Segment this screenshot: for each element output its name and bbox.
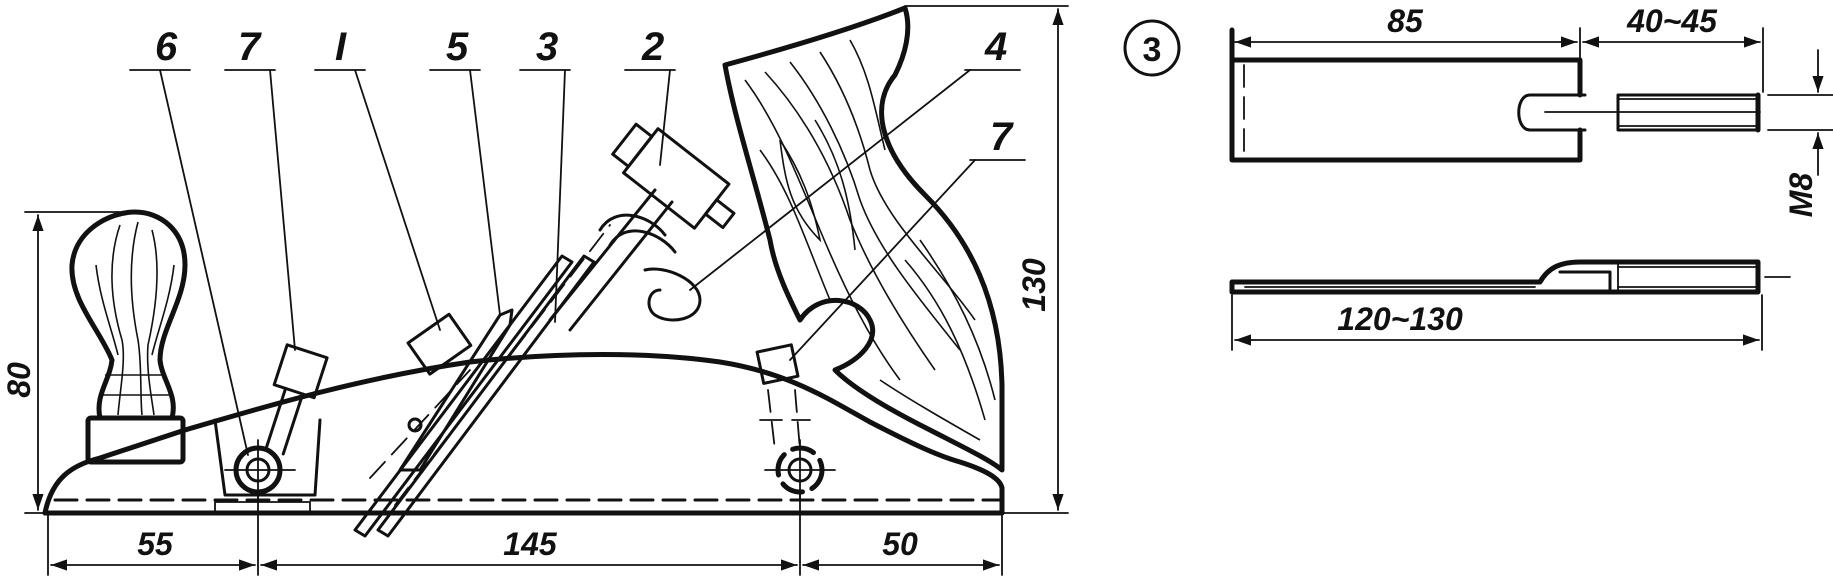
dim-label-85: 85: [1387, 3, 1424, 39]
base-dimensions: 55 145 50: [47, 491, 1003, 576]
dimension-80: 80: [1, 211, 121, 514]
part-label-1: I: [335, 25, 347, 69]
dim-label-50: 50: [882, 526, 918, 562]
bolt-side-view: 120~130: [1229, 259, 1791, 351]
bolt-top-view: 85 40~45 M8: [1229, 3, 1833, 218]
rear-handle: [722, 5, 1005, 473]
part-label-3: 3: [536, 25, 558, 69]
blade-assembly: [353, 122, 736, 538]
part-label-7-left: 7: [238, 25, 262, 69]
dim-label-145: 145: [503, 526, 558, 562]
rear-screw: [755, 343, 836, 501]
dimension-130: 130: [904, 5, 1069, 514]
dim-label-m8: M8: [1783, 173, 1819, 218]
figure-number-badge: 3: [1123, 19, 1181, 77]
part-label-4: 4: [984, 25, 1007, 69]
part-label-7-right: 7: [990, 115, 1014, 159]
dim-label-120-130: 120~130: [1337, 301, 1463, 337]
leader-lines: [129, 69, 1026, 456]
dim-label-130: 130: [1016, 258, 1052, 312]
plane-side-view: 6 7 I 5 3 2 4 7 80 130: [1, 5, 1069, 576]
dim-label-40-45: 40~45: [1626, 3, 1718, 39]
part-label-5: 5: [446, 25, 469, 69]
front-screw: [213, 343, 329, 513]
dim-label-55: 55: [137, 526, 174, 562]
figure-number: 3: [1143, 31, 1162, 69]
plane-body-outline: [42, 352, 1005, 516]
dim-label-80: 80: [1, 362, 37, 398]
part-label-2: 2: [641, 25, 664, 69]
part-label-6: 6: [155, 25, 178, 69]
front-knob: [69, 209, 188, 465]
